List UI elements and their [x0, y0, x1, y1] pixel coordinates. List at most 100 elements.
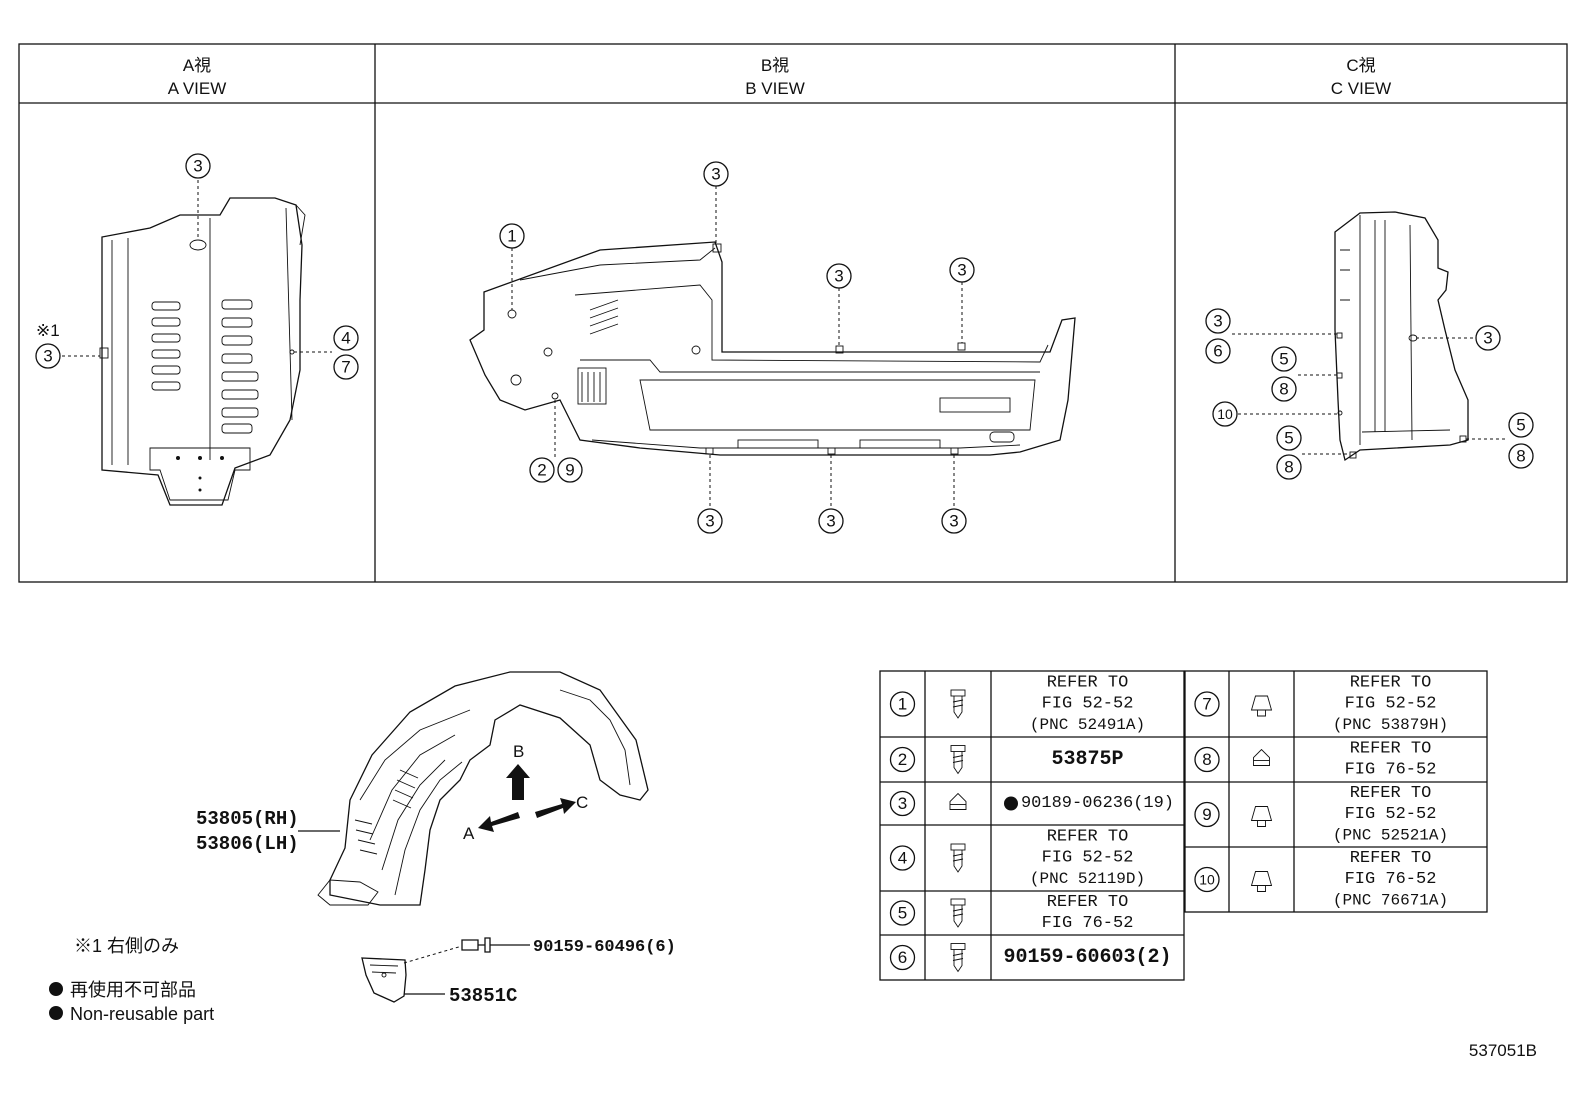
- table-row: 10 REFER TO FIG 76-52 (PNC 76671A): [1194, 849, 1448, 910]
- callout-8: 8: [1284, 458, 1293, 477]
- right-cell-text: REFER TO: [1350, 740, 1432, 759]
- view-frames: [18, 43, 1568, 583]
- fender-liner-drawing: [298, 671, 649, 906]
- callout-8: 8: [1516, 447, 1525, 466]
- callout-1: 1: [507, 227, 516, 246]
- table-row: 7 REFER TO FIG 52-52 (PNC 53879H): [1194, 674, 1448, 734]
- row-number: 2: [898, 750, 907, 769]
- view-b-drawing: [469, 186, 1076, 508]
- callout-5: 5: [1516, 416, 1525, 435]
- arrow-b-label: B: [513, 742, 524, 761]
- view-b-title-en: B VIEW: [745, 79, 805, 98]
- note-mark: ※1: [36, 321, 60, 340]
- row-number: 9: [1202, 805, 1211, 824]
- view-b-title-jp: B視: [761, 56, 789, 75]
- note-nonreusable-jp: 再使用不可部品: [70, 980, 196, 1000]
- arrow-c-label: C: [576, 793, 588, 812]
- view-a-title-en: A VIEW: [168, 79, 227, 98]
- callout-2: 2: [537, 461, 546, 480]
- nonreusable-dot-icon: [1004, 796, 1018, 811]
- left-cell-text: (PNC 52119D): [1030, 870, 1145, 888]
- row-number: 10: [1199, 872, 1215, 888]
- left-cell-text: FIG 52-52: [1042, 849, 1134, 868]
- callout-3: 3: [711, 165, 720, 184]
- callout-5: 5: [1284, 429, 1293, 448]
- right-cell-text: REFER TO: [1350, 849, 1432, 868]
- row-number: 5: [898, 904, 907, 923]
- table-row: 1 REFER TO FIG 52-52 (PNC 52491A): [889, 674, 1145, 734]
- row-number: 3: [898, 794, 907, 813]
- callout-3: 3: [193, 157, 202, 176]
- right-cell-text: REFER TO: [1350, 674, 1432, 693]
- row-number: 1: [898, 695, 907, 714]
- note-nonreusable-en: Non-reusable part: [70, 1004, 214, 1024]
- table-row: 8 REFER TO FIG 76-52: [1194, 740, 1437, 780]
- arrow-b-icon: [506, 764, 530, 800]
- callout-10: 10: [1217, 406, 1233, 422]
- callout-4: 4: [341, 329, 350, 348]
- arrow-c-icon: [535, 798, 576, 818]
- right-cell-text: (PNC 53879H): [1333, 716, 1448, 734]
- view-a-title-jp: A視: [183, 56, 211, 75]
- callout-3: 3: [826, 512, 835, 531]
- clip-icon: [1250, 695, 1273, 717]
- right-cell-text: FIG 52-52: [1345, 805, 1437, 824]
- table-row: 9 REFER TO FIG 52-52 (PNC 52521A): [1194, 784, 1448, 845]
- screw-icon: [950, 843, 966, 851]
- callout-3: 3: [43, 347, 52, 366]
- part-label-flap: 53851C: [449, 985, 517, 1007]
- callout-3: 3: [705, 512, 714, 531]
- table-row: 3 90189-06236(19): [889, 790, 1174, 817]
- callout-3: 3: [957, 261, 966, 280]
- right-cell-text: FIG 52-52: [1345, 695, 1437, 714]
- part-label-rh: 53805(RH): [196, 808, 299, 830]
- callout-3: 3: [834, 267, 843, 286]
- part-label-screw: 90159-60496(6): [533, 938, 676, 957]
- left-cell-text: 90189-06236(19): [1021, 794, 1174, 813]
- right-cell-text: (PNC 52521A): [1333, 827, 1448, 845]
- nonreusable-dot-icon: [49, 1006, 63, 1020]
- nut-icon: [949, 792, 967, 810]
- note-right-only: ※1 右側のみ: [74, 936, 179, 956]
- left-cell-text: REFER TO: [1047, 674, 1129, 693]
- callout-8: 8: [1279, 380, 1288, 399]
- view-headers: A視 A VIEW B視 B VIEW C視 C VIEW: [168, 56, 1392, 98]
- arrow-a-icon: [478, 812, 520, 832]
- callout-5: 5: [1279, 350, 1288, 369]
- row-number: 4: [898, 849, 907, 868]
- nonreusable-dot-icon: [49, 982, 63, 996]
- figure-id: 537051B: [1469, 1041, 1537, 1060]
- table-row: 4 REFER TO FIG 52-52 (PNC 52119D): [889, 828, 1145, 888]
- left-cell-text: 53875P: [1051, 748, 1123, 771]
- arrow-a-label: A: [463, 824, 475, 843]
- callout-7: 7: [341, 358, 350, 377]
- left-cell-text: FIG 76-52: [1042, 914, 1134, 933]
- screw-icon: [950, 898, 966, 906]
- view-c-title-en: C VIEW: [1331, 79, 1391, 98]
- left-cell-text: (PNC 52491A): [1030, 716, 1145, 734]
- screw-icon: [950, 689, 966, 697]
- row-number: 8: [1202, 750, 1211, 769]
- right-cell-text: FIG 76-52: [1345, 870, 1437, 889]
- table-row: 2 53875P: [889, 745, 1124, 775]
- right-cell-text: REFER TO: [1350, 784, 1432, 803]
- callout-6: 6: [1213, 342, 1222, 361]
- view-c-drawing: [1232, 211, 1508, 462]
- row-number: 7: [1202, 695, 1211, 714]
- right-cell-text: FIG 76-52: [1345, 761, 1437, 780]
- left-cell-text: REFER TO: [1047, 828, 1129, 847]
- view-c-title-jp: C視: [1346, 56, 1375, 75]
- right-cell-text: (PNC 76671A): [1333, 892, 1448, 910]
- callout-9: 9: [565, 461, 574, 480]
- clip-icon: [1250, 871, 1273, 892]
- direction-arrows: B A C: [463, 742, 588, 843]
- left-cell-text: FIG 52-52: [1042, 695, 1134, 714]
- clip-icon: [1250, 806, 1273, 827]
- left-cell-text: 90159-60603(2): [1003, 946, 1171, 969]
- callout-3: 3: [1483, 329, 1492, 348]
